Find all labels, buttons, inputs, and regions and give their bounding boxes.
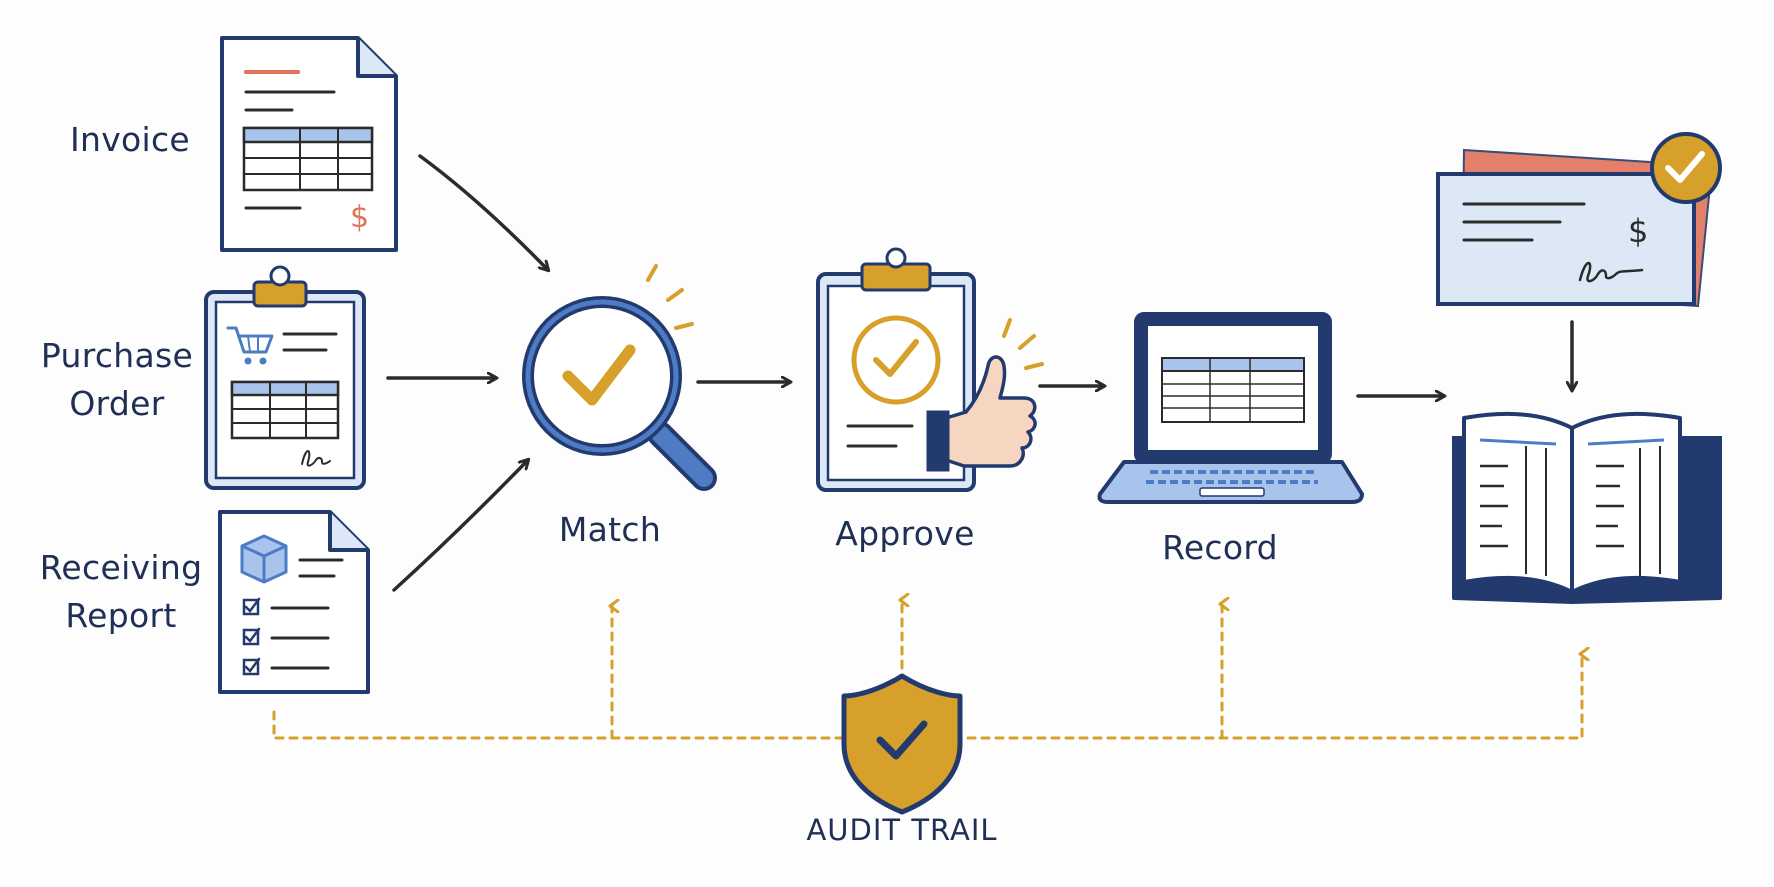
purchase-order-clipboard-icon <box>204 265 366 490</box>
invoice-document-icon: $ <box>220 36 398 252</box>
audit-trail-connectors <box>272 600 1582 740</box>
check-icon <box>562 344 636 406</box>
receiving-report-label-line1: Receiving <box>39 548 203 587</box>
purchase-order-label-line2: Order <box>69 384 165 423</box>
step-record-label: Record <box>1162 528 1278 567</box>
receiving-report-document-icon <box>218 510 370 694</box>
step-match-label: Match <box>558 510 662 549</box>
purchase-order-label-line1: Purchase <box>40 336 194 375</box>
laptop-icon <box>1097 312 1364 504</box>
magnifying-glass-icon <box>522 264 717 491</box>
shield-icon <box>841 673 963 815</box>
step-approve-label: Approve <box>835 514 975 553</box>
receiving-report-label-line2: Report <box>65 596 177 635</box>
signature-icon <box>301 450 331 467</box>
checklist-icon <box>242 597 330 676</box>
arrow-receiving-report-to-match <box>392 460 528 592</box>
shopping-cart-icon <box>226 326 274 365</box>
check-dollar-symbol: $ <box>1628 212 1648 250</box>
thumbs-up-icon <box>926 318 1044 472</box>
check-payment-icon: $ <box>1436 132 1722 308</box>
ledger-book-icon <box>1452 411 1722 604</box>
clipboard-icon <box>252 265 308 308</box>
invoice-dollar-symbol: $ <box>350 200 369 235</box>
audit-trail-label: AUDIT TRAIL <box>806 813 998 847</box>
package-box-icon <box>240 534 288 584</box>
arrow-invoice-to-match <box>418 154 548 270</box>
invoice-label: Invoice <box>69 120 191 159</box>
